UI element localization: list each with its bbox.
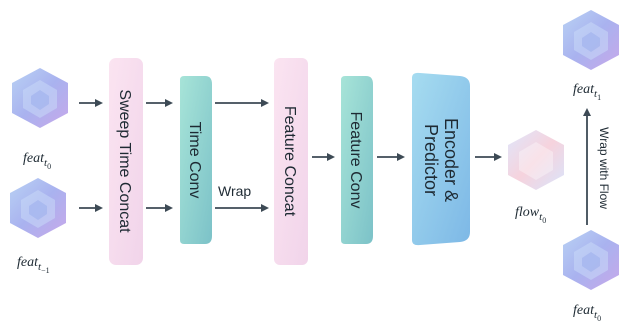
wrap-label: Wrap xyxy=(218,183,251,199)
wrap-with-flow-label: Wrap with Flow xyxy=(597,127,611,209)
flow-t0-label: flowt0 xyxy=(515,205,546,225)
sweep-time-concat-block xyxy=(109,58,143,265)
feat-t0-right-hexagon-icon xyxy=(563,230,619,290)
feat-t0-hexagon-icon xyxy=(12,68,68,128)
time-conv-block xyxy=(180,76,212,244)
feat-tm1-label: featt−1 xyxy=(17,255,50,275)
feat-t0-right-label: featt0 xyxy=(573,303,601,323)
time-conv-label: Time Conv xyxy=(186,122,203,199)
feature-concat-label: Feature Concat xyxy=(281,106,298,217)
feat-t0-label: featt0 xyxy=(23,151,51,171)
feature-conv-label: Feature Conv xyxy=(347,112,364,209)
feature-conv-block xyxy=(341,76,373,244)
encoder-label-line2: Predictor xyxy=(421,124,441,196)
encoder-label-line1: Encoder & xyxy=(441,118,461,202)
flow-t0-hexagon-icon xyxy=(508,130,564,190)
feat-tm1-hexagon-icon xyxy=(10,178,66,238)
feature-concat-block xyxy=(274,58,308,265)
feat-t1-hexagon-icon xyxy=(563,10,619,70)
flow-arrows xyxy=(79,99,591,225)
sweep-time-concat-label: Sweep Time Concat xyxy=(116,89,133,233)
encoder-predictor-block xyxy=(412,72,470,246)
feat-t1-label: featt1 xyxy=(573,82,601,102)
